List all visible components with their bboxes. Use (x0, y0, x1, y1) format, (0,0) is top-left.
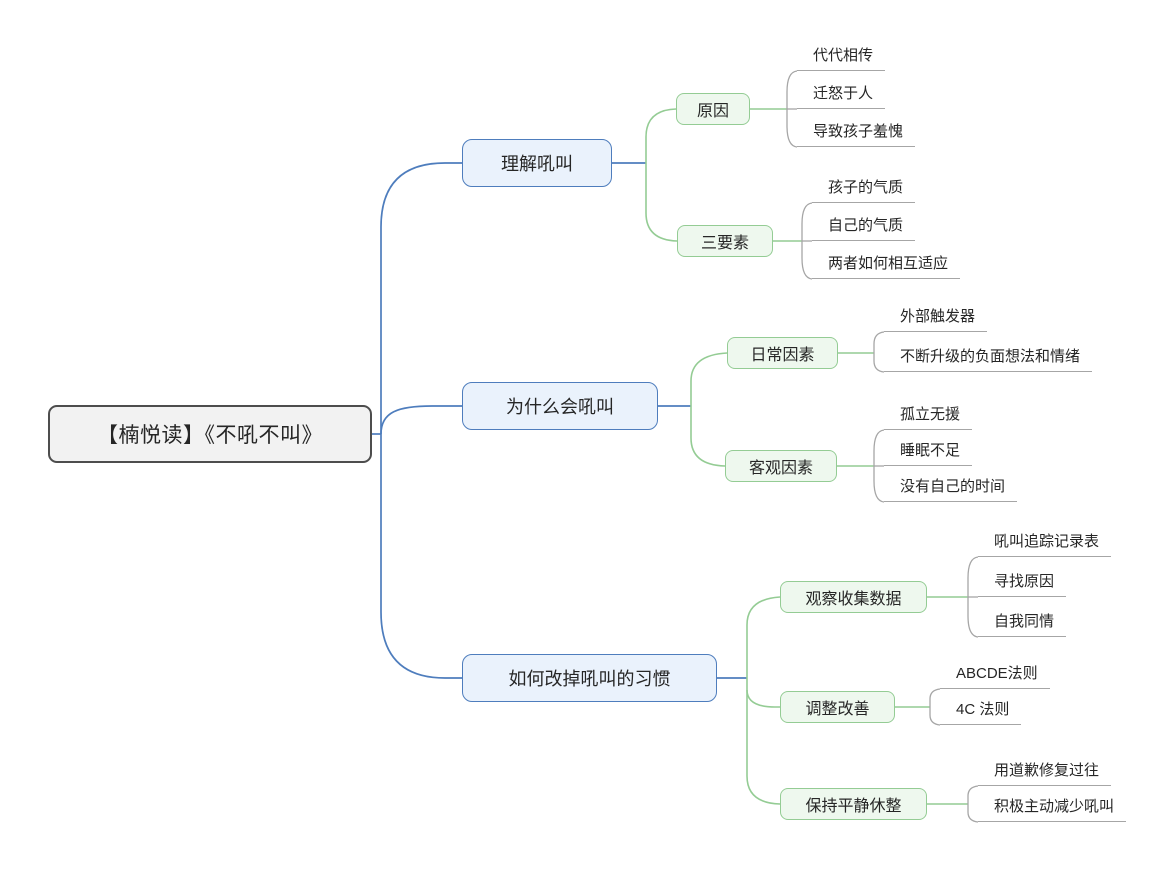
subtopic-observe-collect-data[interactable]: 观察收集数据 (780, 581, 927, 613)
leaf-node[interactable]: 用道歉修复过往 (978, 760, 1112, 786)
leaf-node[interactable]: 自己的气质 (812, 215, 916, 241)
leaf-node[interactable]: ABCDE法则 (940, 663, 1050, 689)
leaf-node[interactable]: 导致孩子羞愧 (797, 121, 916, 147)
root-node[interactable]: 【楠悦读】《不吼不叫》 (48, 405, 372, 463)
leaf-node[interactable]: 4C 法则 (940, 699, 1022, 725)
subtopic-daily-factors[interactable]: 日常因素 (727, 337, 838, 369)
connector-b0-fork (645, 108, 678, 242)
connector-b2c2-leaves (967, 785, 979, 823)
branch-why-we-yell[interactable]: 为什么会吼叫 (462, 382, 658, 430)
leaf-node[interactable]: 不断升级的负面想法和情绪 (884, 346, 1093, 372)
connector-root-middle (380, 405, 462, 435)
leaf-node[interactable]: 迁怒于人 (797, 83, 886, 109)
branch-understanding-yelling[interactable]: 理解吼叫 (462, 139, 612, 187)
leaf-node[interactable]: 吼叫追踪记录表 (978, 531, 1112, 557)
leaf-node[interactable]: 孩子的气质 (812, 177, 916, 203)
connector-b1c0-leaves (873, 331, 885, 373)
connector-b2-fork-middle (746, 689, 780, 708)
leaf-node[interactable]: 孤立无援 (884, 404, 973, 430)
subtopic-stay-calm-rest[interactable]: 保持平静休整 (780, 788, 927, 820)
subtopic-causes[interactable]: 原因 (676, 93, 750, 125)
subtopic-three-elements[interactable]: 三要素 (677, 225, 773, 257)
connector-root-bracket (380, 162, 462, 679)
leaf-node[interactable]: 积极主动减少吼叫 (978, 796, 1127, 822)
leaf-node[interactable]: 两者如何相互适应 (812, 253, 961, 279)
connector-b2c1-leaves (929, 688, 941, 726)
leaf-node[interactable]: 没有自己的时间 (884, 476, 1018, 502)
leaf-node[interactable]: 睡眠不足 (884, 440, 973, 466)
leaf-node[interactable]: 代代相传 (797, 45, 886, 71)
leaf-node[interactable]: 寻找原因 (978, 571, 1067, 597)
leaf-node[interactable]: 外部触发器 (884, 306, 988, 332)
connector-b2-fork (746, 596, 781, 805)
connector-b1-fork (690, 352, 728, 467)
branch-how-to-change-habit[interactable]: 如何改掉吼叫的习惯 (462, 654, 717, 702)
leaf-node[interactable]: 自我同情 (978, 611, 1067, 637)
subtopic-adjust-improve[interactable]: 调整改善 (780, 691, 895, 723)
subtopic-objective-factors[interactable]: 客观因素 (725, 450, 837, 482)
